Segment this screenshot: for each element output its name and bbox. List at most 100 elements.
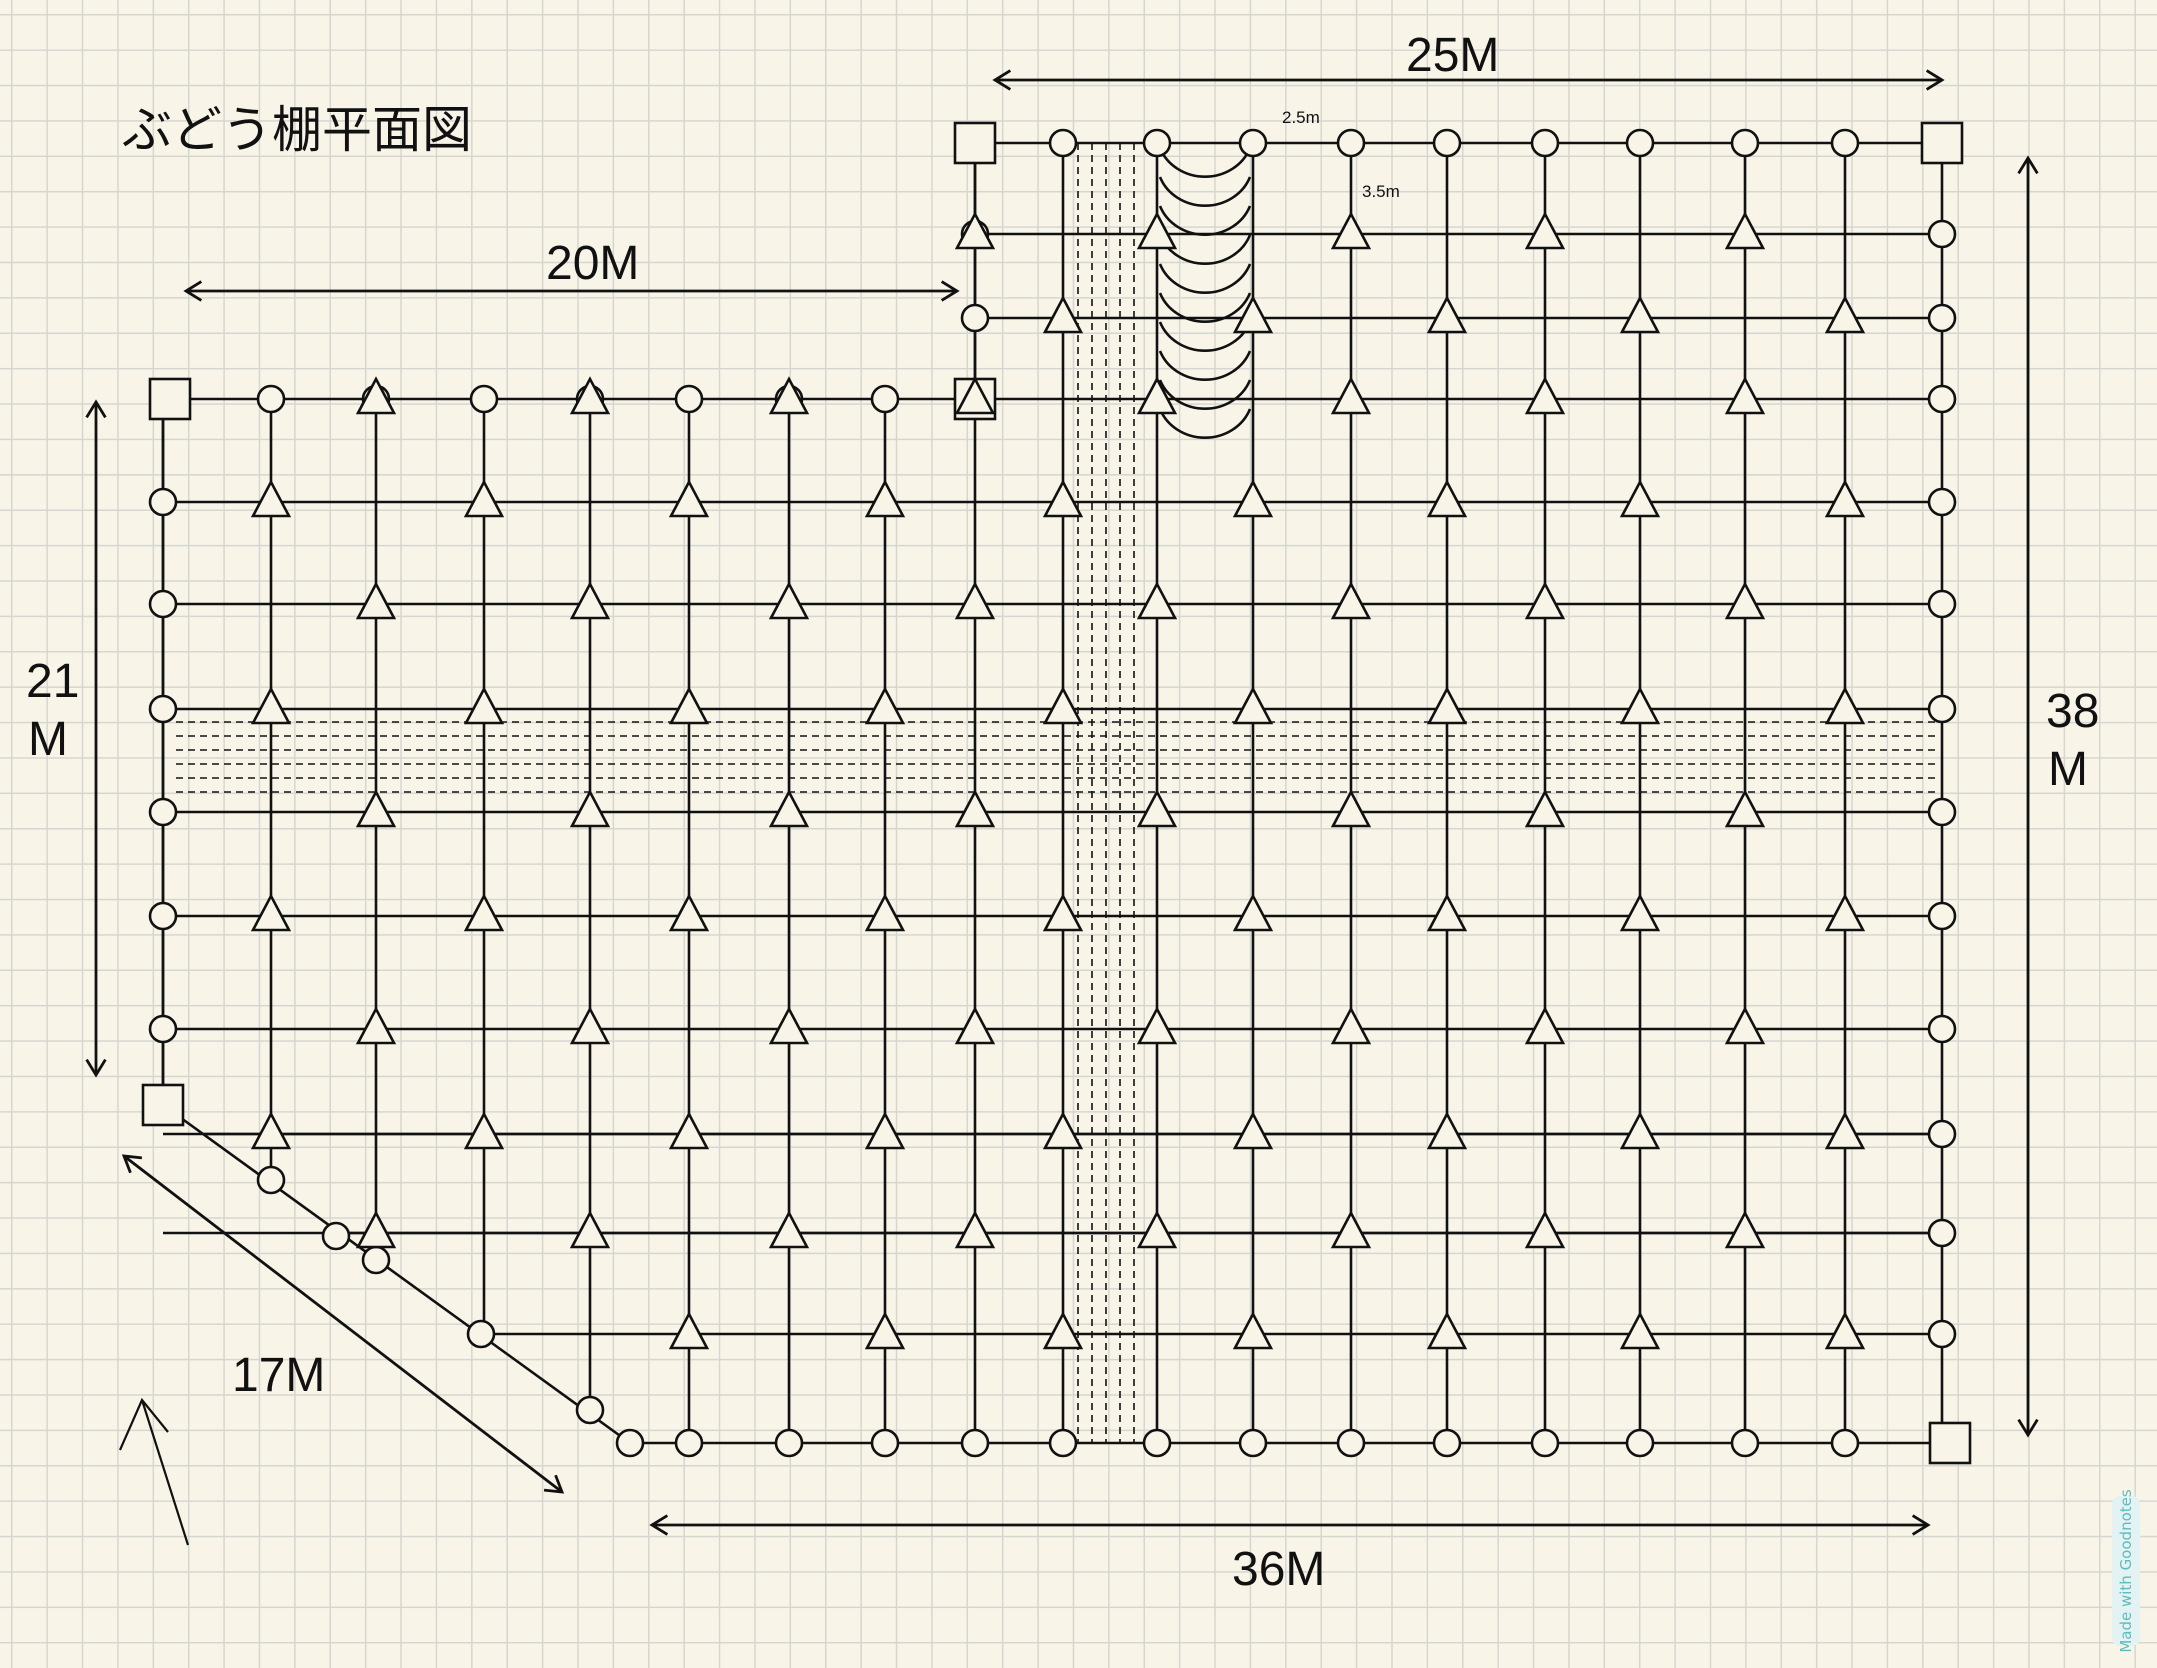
edge-post (615, 1428, 645, 1458)
inner-post (1232, 479, 1274, 518)
arrow-diagonal (123, 1154, 563, 1494)
edge-post (1830, 128, 1860, 158)
edge-post (674, 1428, 704, 1458)
dimension-top-right: 25M (1406, 29, 1500, 82)
corner-post (1920, 121, 1964, 165)
inner-post (1524, 211, 1566, 250)
dimension-top-left: 20M (546, 237, 640, 290)
inner-post (1426, 479, 1468, 518)
inner-post (864, 479, 906, 518)
inner-post (1232, 686, 1274, 725)
edge-post (361, 1245, 391, 1275)
edge-post (1530, 1428, 1560, 1458)
inner-post (569, 376, 611, 415)
edge-post (1927, 303, 1957, 333)
arrow-bottom-head (649, 1514, 669, 1536)
north-arrow-shaft (140, 1399, 190, 1546)
inner-post (1824, 1111, 1866, 1150)
hoop-arc (1158, 408, 1252, 439)
hoop-arc (1158, 176, 1252, 207)
hoop-arc (1158, 263, 1252, 294)
edge-post (256, 384, 286, 414)
dimension-diagonal: 17M (232, 1349, 326, 1402)
arrow-diagonal-head (121, 1154, 143, 1174)
inner-post (1042, 686, 1084, 725)
row-spacing-label: 2.5m (1282, 108, 1320, 127)
edge-post (674, 384, 704, 414)
arrow-top-left-head (940, 280, 960, 302)
corner-post (141, 1083, 185, 1127)
arrow-left-head (85, 399, 107, 419)
inner-post (355, 789, 397, 828)
inner-post (463, 893, 505, 932)
edge-post (1625, 128, 1655, 158)
inner-post (668, 686, 710, 725)
inner-post (1232, 1111, 1274, 1150)
inner-post (1824, 295, 1866, 334)
edge-post (1927, 384, 1957, 414)
edge-post (1730, 128, 1760, 158)
edge-post (1336, 128, 1366, 158)
goodnotes-watermark: Made with Goodnotes (2112, 1489, 2140, 1653)
edge-post (1830, 1428, 1860, 1458)
inner-post (1824, 1311, 1866, 1350)
edge-post (1927, 1319, 1957, 1349)
dimension-right-unit: M (2048, 743, 2088, 796)
inner-post (1426, 1111, 1468, 1150)
inner-post (954, 789, 996, 828)
inner-post (768, 789, 810, 828)
edge-post (1927, 901, 1957, 931)
dimension-arrows (85, 69, 2039, 1536)
inner-post (1042, 1311, 1084, 1350)
edge-post (1927, 219, 1957, 249)
inner-post (1724, 1210, 1766, 1249)
edge-post (148, 694, 178, 724)
inner-post (1824, 893, 1866, 932)
arrow-bottom-head (1911, 1514, 1931, 1536)
edge-post (1048, 128, 1078, 158)
edge-post (1432, 128, 1462, 158)
inner-post (463, 686, 505, 725)
arrow-left-head (85, 1058, 107, 1078)
edge-post (1730, 1428, 1760, 1458)
inner-post (1136, 1210, 1178, 1249)
edge-post (575, 1395, 605, 1425)
edge-post (1048, 1428, 1078, 1458)
inner-post (954, 581, 996, 620)
passage-dashed-lines (176, 143, 1935, 1443)
inner-post (1330, 1006, 1372, 1045)
corner-post (953, 121, 997, 165)
edge-post (1927, 694, 1957, 724)
edge-post (774, 1428, 804, 1458)
arrow-right-head (2017, 1418, 2039, 1438)
edge-post (960, 303, 990, 333)
edge-post (870, 384, 900, 414)
inner-post (864, 686, 906, 725)
inner-post (1426, 893, 1468, 932)
edge-post (1336, 1428, 1366, 1458)
inner-post (768, 376, 810, 415)
inner-post (1330, 1210, 1372, 1249)
posts (141, 121, 1972, 1465)
arrow-top-right-head (1925, 69, 1945, 91)
inner-post (463, 479, 505, 518)
inner-post (1524, 581, 1566, 620)
inner-post (250, 1111, 292, 1150)
inner-post (1724, 376, 1766, 415)
inner-post (954, 1006, 996, 1045)
inner-post (768, 581, 810, 620)
inner-post (1426, 686, 1468, 725)
inner-post (954, 376, 996, 415)
edge-post (1927, 1218, 1957, 1248)
edge-post (148, 1014, 178, 1044)
edge-post (469, 384, 499, 414)
inner-post (1724, 581, 1766, 620)
inner-post (463, 1111, 505, 1150)
inner-post (1619, 893, 1661, 932)
inner-post (1824, 686, 1866, 725)
inner-post (1524, 376, 1566, 415)
inner-post (250, 893, 292, 932)
inner-post (864, 1311, 906, 1350)
